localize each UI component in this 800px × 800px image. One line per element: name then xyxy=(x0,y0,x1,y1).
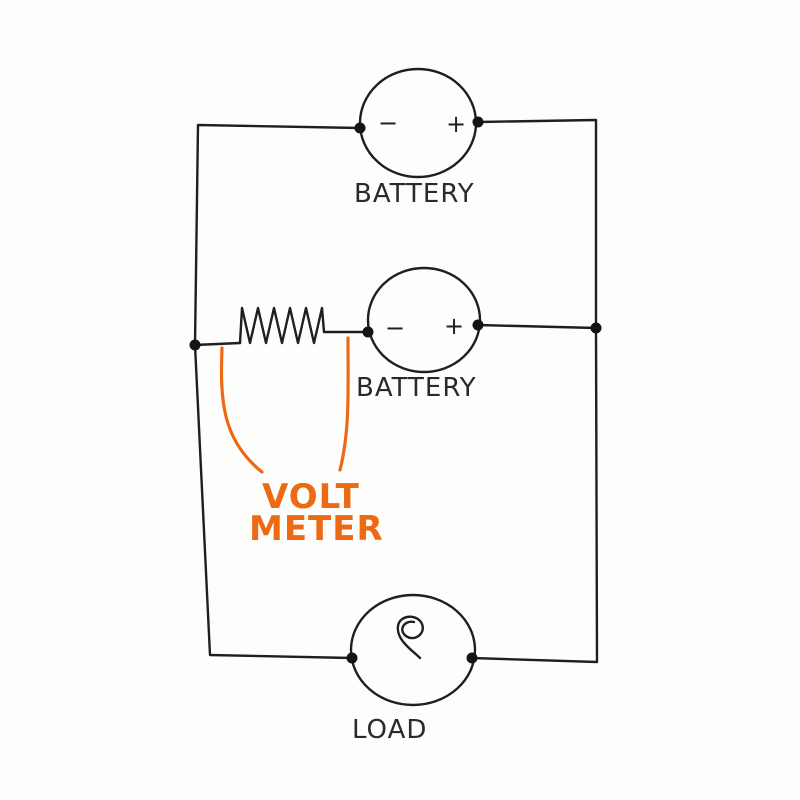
wire-middle-right xyxy=(476,323,598,330)
voltmeter: VOLT METER xyxy=(219,336,384,549)
voltmeter-label-volt: VOLT xyxy=(262,477,360,517)
junction-dot xyxy=(590,322,602,334)
junction-dot xyxy=(472,319,484,331)
battery-top: − + BATTERY xyxy=(354,67,478,209)
circuit-wires xyxy=(193,118,599,664)
battery-top-negative: − xyxy=(378,109,398,137)
voltmeter-lead-left xyxy=(219,346,264,474)
junction-dot xyxy=(466,652,478,664)
resistor xyxy=(238,306,326,345)
battery-middle-positive: + xyxy=(444,312,464,340)
voltmeter-lead-right xyxy=(338,336,350,472)
voltmeter-label-meter: METER xyxy=(249,509,384,549)
load-body xyxy=(349,593,477,707)
junction-dot xyxy=(362,326,374,338)
junctions xyxy=(189,116,602,664)
junction-dot xyxy=(472,116,484,128)
junction-dot xyxy=(346,652,358,664)
wire-right-lower xyxy=(470,326,599,664)
battery-top-positive: + xyxy=(446,110,466,138)
battery-top-label: BATTERY xyxy=(354,179,475,209)
wire-top-right xyxy=(476,118,598,330)
load-label: LOAD xyxy=(352,715,427,745)
battery-middle: − + BATTERY xyxy=(356,266,482,403)
battery-middle-label: BATTERY xyxy=(356,373,477,403)
filament-icon xyxy=(396,615,424,660)
wire-top-left xyxy=(193,123,362,347)
battery-middle-negative: − xyxy=(385,314,405,342)
junction-dot xyxy=(189,339,201,351)
wire-left-lower xyxy=(193,343,354,660)
wire-middle-left xyxy=(193,341,242,347)
load: LOAD xyxy=(349,593,477,745)
junction-dot xyxy=(354,122,366,134)
